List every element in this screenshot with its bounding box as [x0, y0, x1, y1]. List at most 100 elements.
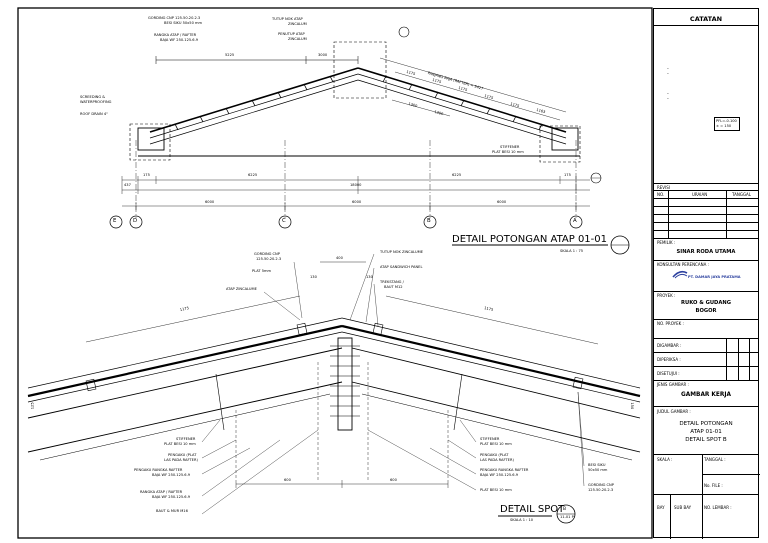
- jenis-gambar-value: GAMBAR KERJA: [681, 392, 731, 398]
- detail-callout-plat2-r: PLAT BESI 10 mm: [480, 488, 512, 492]
- no-file-label: No. FILE :: [704, 483, 723, 488]
- detail-callout-plat: PLAT 5mm: [252, 269, 272, 273]
- detail-callout-atap-zincalume: ATAP ZINCALUME: [226, 287, 257, 291]
- grid-label-b: B: [427, 218, 431, 224]
- detail-callout-plat-l: PLAT BESI 10 mm: [164, 442, 196, 446]
- grid-label-d: D: [133, 218, 138, 224]
- grid-label-e: E: [113, 218, 117, 224]
- no-proyek-label: NO. PROYEK :: [657, 321, 684, 326]
- detail-dim-600-r: 600: [390, 478, 397, 482]
- consultant-logo-icon: [672, 269, 688, 279]
- diperiksa-label: DIPERIKSA :: [657, 357, 681, 362]
- grid-bubble-b: [423, 215, 437, 229]
- dim-5225: 5225: [225, 53, 235, 57]
- grid-bubble-e: [109, 215, 123, 229]
- jenis-gambar-label: JENIS GAMBAR :: [657, 382, 689, 387]
- level-note-box: PFL=-0.100 ± = 150: [714, 117, 740, 131]
- callout-gording: GORDING CNP 125.50.20.2.3: [148, 16, 201, 20]
- detail-callout-wf2-l: BAJA WF 250.125.6.9: [152, 495, 191, 499]
- callout-baja-wf: BAJA WF 250.125.6.9: [160, 38, 199, 42]
- roof-section-top: [109, 26, 630, 255]
- detail-callout-rangka-l: RANGKA ATAP / RAFTER: [140, 490, 183, 494]
- no-lembar-label: NO. LEMBAR :: [704, 505, 732, 510]
- detail-callout-plat-r: PLAT BESI 10 mm: [480, 442, 512, 446]
- disetujui-label: DISETUJUI :: [657, 371, 680, 376]
- pemilik-value: SINAR RODA UTAMA: [676, 249, 736, 255]
- rev-tanggal-header: TANGGAL: [732, 192, 752, 197]
- detail-callout-gording-r: GORDING CNP: [588, 483, 614, 487]
- callout-zincalum-1: ZINCALUM: [288, 22, 307, 26]
- callout-waterproofing: WATERPROOFING: [80, 100, 112, 104]
- dim-18000: 18000: [350, 183, 362, 187]
- detail-dim-400: 400: [336, 256, 343, 260]
- dim-175-right: 175: [564, 173, 571, 177]
- detail-callout-gording: GORDING CNP: [254, 252, 280, 256]
- judul-line-3: DETAIL SPOT B: [685, 437, 727, 443]
- konsultan-name: PT. DAMAR JAYA PRATAMA: [688, 275, 741, 279]
- drawing-border: [17, 7, 653, 539]
- detail-callout-stiffener-l: STIFFENER: [176, 437, 196, 441]
- detail-callout-pengaku-r: PENGAKU (PLAT: [480, 453, 509, 457]
- detail-drawing-scale: SKALA 1 : 10: [510, 518, 534, 522]
- sub-bay-label: SUB BAY: [674, 505, 692, 510]
- detail-dim-600-l: 600: [284, 478, 291, 482]
- pemilik-label: PEMILIK :: [657, 240, 676, 245]
- judul-gambar-label: JUDUL GAMBAR :: [657, 409, 691, 414]
- callout-roof-drain: ROOF DRAIN 4": [80, 112, 108, 116]
- grid-label-a: A: [573, 218, 577, 224]
- detail-callout-baut-mur: BAUT & MUR M16: [156, 509, 188, 513]
- detail-callout-las-r: LAS PADA RAFTER): [480, 458, 514, 462]
- callout-screeding: SCREEDING &: [80, 95, 106, 99]
- dim-437: 437: [124, 183, 131, 187]
- detail-drawing-title: DETAIL SPOT: [500, 504, 565, 515]
- detail-dim-150: 150: [630, 402, 635, 410]
- detail-dim-130-l: 130: [310, 275, 317, 279]
- detail-callout-gording-size: 125.50.20.2.3: [256, 257, 282, 261]
- grid-bubble-a: [569, 215, 583, 229]
- detail-callout-gording-r-size: 125.50.20.2.3: [588, 488, 614, 492]
- detail-callout-sandwich: ATAP SANDWICH PANEL: [380, 265, 423, 269]
- dim-3000: 3000: [318, 53, 328, 57]
- detail-callout-wf-l: BAJA WF 250.125.6.9: [152, 473, 191, 477]
- callout-rangka-atap: RANGKA ATAP / RAFTER: [154, 33, 197, 37]
- dim-175-left: 175: [143, 173, 150, 177]
- grid-label-c: C: [282, 218, 286, 224]
- rev-uraian-header: URAIAN: [692, 192, 708, 197]
- detail-dim-125: 125: [30, 402, 35, 410]
- callout-tutup-nok: TUTUP NOK ATAP: [272, 17, 303, 21]
- proyek-line-2: BOGOR: [695, 308, 717, 314]
- top-drawing-title: DETAIL POTONGAN ATAP 01-01: [452, 234, 608, 245]
- bay-label: BAY: [657, 505, 665, 510]
- grid-bubble-c: [278, 215, 292, 229]
- callout-plat-besi-top: PLAT BESI 10 mm: [492, 150, 524, 154]
- proyek-label: PROYEK :: [657, 293, 676, 298]
- detail-dim-130-r: 130: [366, 275, 373, 279]
- judul-line-2: ATAP 01-01: [690, 429, 722, 435]
- detail-callout-pengaku-rafter-r: PENGAKU RANGKA RAFTER: [480, 468, 529, 472]
- tanggal-label: TANGGAL :: [704, 457, 726, 462]
- notes-bullets: ····: [667, 66, 669, 103]
- detail-bubble-ref: 11-01 P: [560, 515, 574, 519]
- span-dim-2: 6000: [352, 200, 362, 204]
- span-dim-1: 6000: [205, 200, 215, 204]
- grid-bubble-d: [129, 215, 143, 229]
- detail-callout-besi-siku-size: 50x50 mm: [588, 468, 608, 472]
- callout-besi-siku: BESI SIKU 50x50 mm: [164, 21, 203, 25]
- digambar-label: DIGAMBAR :: [657, 343, 682, 348]
- detail-callout-las-l: LAS PADA RAFTER): [164, 458, 198, 462]
- detail-callout-baut: BAUT M12: [384, 285, 403, 289]
- title-block: CATATAN ···· PFL=-0.100 ± = 150 REVISI N…: [653, 8, 760, 539]
- detail-callout-stiffener-r: STIFFENER: [480, 437, 500, 441]
- detail-callout-wf-r: BAJA WF 250.125.6.9: [480, 473, 519, 477]
- rev-no-header: NO.: [657, 192, 665, 197]
- detail-callout-pengaku-rafter-l: PENGAKU RANGKA RAFTER: [134, 468, 183, 472]
- judul-line-1: DETAIL POTONGAN: [679, 421, 733, 427]
- proyek-line-1: RUKO & GUDANG: [681, 300, 731, 306]
- skala-label: SKALA :: [657, 457, 673, 462]
- konsultan-label: KONSULTAN PERENCANA :: [657, 262, 709, 267]
- top-drawing-scale: SKALA 1 : 75: [560, 249, 584, 253]
- catatan-heading: CATATAN: [689, 15, 723, 23]
- detail-spot-b: [27, 253, 641, 524]
